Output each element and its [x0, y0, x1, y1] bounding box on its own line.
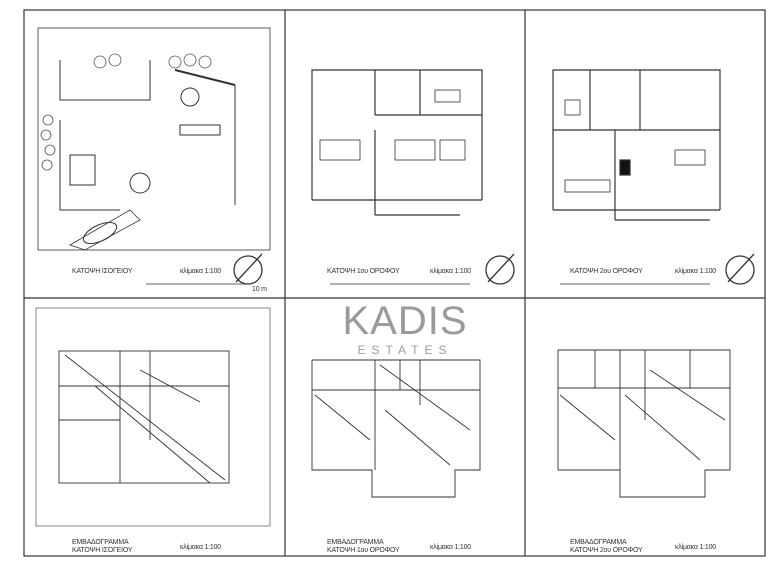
ground-floor-plan	[37, 27, 271, 285]
second-area-diagram	[557, 349, 731, 498]
area-title-line1: ΕΜΒΑΔΟΓΡΑΜΜΑ	[327, 539, 384, 546]
area-title-line2: ΚΑΤΟΨΗ ΙΣΟΓΕΙΟΥ	[72, 547, 133, 554]
area-title-line1: ΕΜΒΑΔΟΓΡΑΜΜΑ	[72, 539, 129, 546]
plan-scale-first: κλίμακα 1:100	[430, 268, 471, 275]
area-title-line2: ΚΑΤΟΨΗ 2ου ΟΡΟΦΟΥ	[570, 547, 643, 554]
first-floor-plan	[311, 69, 483, 285]
north-arrow-icon	[233, 253, 755, 285]
watermark-logo: KADIS	[342, 299, 468, 343]
plan-title-second: ΚΑΤΟΨΗ 2ου ΟΡΟΦΟΥ	[570, 268, 643, 275]
first-area-diagram	[311, 359, 481, 498]
area-title-line1: ΕΜΒΑΔΟΓΡΑΜΜΑ	[570, 539, 627, 546]
plan-scale-second: κλίμακα 1:100	[675, 268, 716, 275]
watermark-subtitle: ESTATES	[357, 343, 453, 357]
area-scale-second: κλίμακα 1:100	[675, 544, 716, 551]
sheet-frame	[23, 9, 766, 557]
plan-scale-ground: κλίμακα 1:100	[180, 268, 221, 275]
area-scale-first: κλίμακα 1:100	[430, 544, 471, 551]
second-floor-plan	[552, 69, 721, 285]
plan-title-ground: ΚΑΤΟΨΗ ΙΣΟΓΕΙΟΥ	[72, 268, 133, 275]
area-scale-ground: κλίμακα 1:100	[180, 544, 221, 551]
area-title-line2: ΚΑΤΟΨΗ 1ου ΟΡΟΦΟΥ	[327, 547, 400, 554]
plan-title-first: ΚΑΤΟΨΗ 1ου ΟΡΟΦΟΥ	[327, 268, 400, 275]
scale-bar-unit: 10 m	[252, 286, 267, 293]
ground-area-diagram	[35, 307, 271, 527]
